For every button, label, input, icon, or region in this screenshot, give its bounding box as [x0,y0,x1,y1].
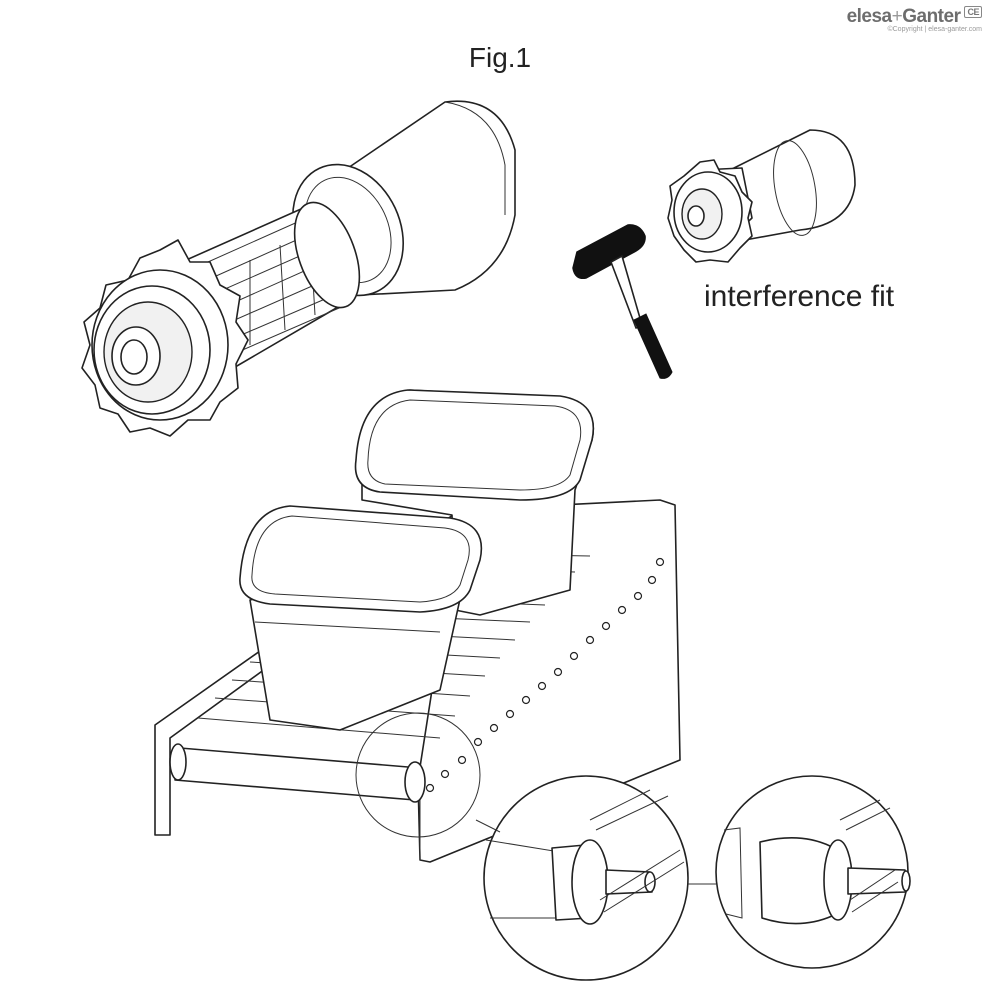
figure-title: Fig.1 [468,42,532,73]
exploded-roller-assembly [81,100,516,437]
assembled-roller [667,129,856,263]
small-sprocket-icon [667,159,753,263]
storage-bin-back [354,389,594,616]
interference-fit-label: interference fit [704,280,895,313]
rail-bolt-holes [425,557,665,793]
brand-logo-left: elesa [846,6,893,27]
detail-leader-line [475,819,501,833]
storage-bin-front [239,505,483,731]
detail-view-sprocket-chain [483,775,689,981]
hammer-icon [572,224,673,379]
sprocket-icon [81,239,249,437]
detail-view-roller-end [715,775,911,969]
ce-mark: CE [964,6,982,18]
brand-copyright: ©Copyright | elesa-ganter.com [887,26,982,33]
brand-logo-sep: + [891,6,903,27]
brand-logo-right: Ganter [902,6,961,27]
detail-highlight-circle [355,712,481,838]
